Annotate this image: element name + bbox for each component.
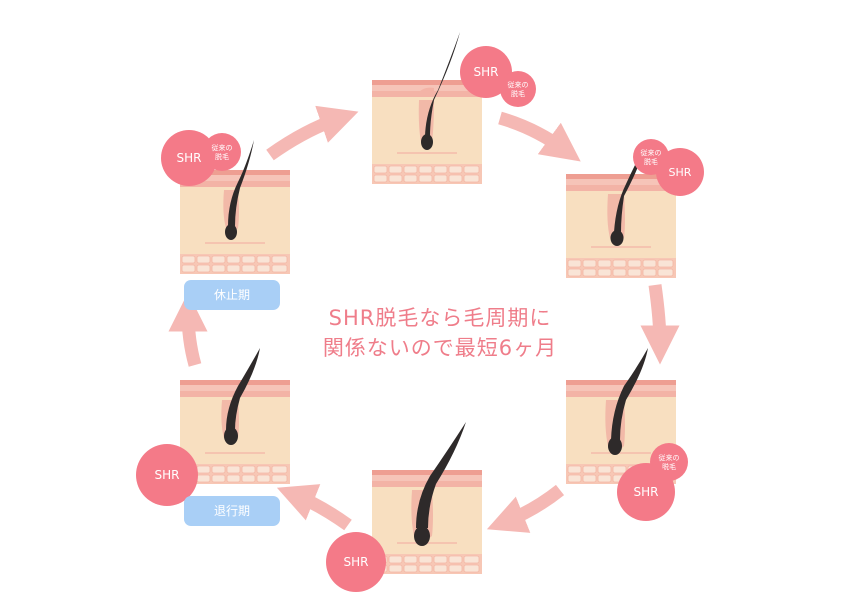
arrow-telogen-to-top <box>266 105 359 161</box>
svg-text:従来の: 従来の <box>641 148 662 157</box>
center-message-line2: 関係ないので最短6ヶ月 <box>322 336 558 360</box>
shr-badge-bottom: SHR <box>326 532 386 592</box>
conventional-badge-upper-left: 従来の 脱毛 <box>203 133 241 171</box>
arrow-right-down <box>640 284 680 365</box>
center-message-line1: SHR脱毛なら毛周期に <box>328 306 552 330</box>
svg-text:脱毛: 脱毛 <box>511 89 525 98</box>
svg-text:SHR: SHR <box>177 151 202 165</box>
cycle-arrows <box>168 105 680 533</box>
svg-text:従来の: 従来の <box>659 453 680 462</box>
skin-panel-lower-left <box>179 348 291 485</box>
arrow-bottom-to-catagen <box>276 484 352 531</box>
shr-badge-upper-left: SHR <box>161 130 217 186</box>
svg-text:脱毛: 脱毛 <box>215 152 229 161</box>
arrow-right-to-bottom <box>486 484 565 533</box>
svg-text:SHR: SHR <box>669 166 692 179</box>
shr-badge-lower-left: SHR <box>136 444 198 506</box>
shr-badge-top: SHR <box>460 46 512 98</box>
shr-badge-upper-right: SHR <box>656 148 704 196</box>
skin-panel-bottom <box>371 422 483 575</box>
center-message: SHR脱毛なら毛周期に 関係ないので最短6ヶ月 <box>300 303 580 363</box>
svg-text:従来の: 従来の <box>508 80 529 89</box>
svg-text:SHR: SHR <box>634 485 659 499</box>
svg-text:SHR: SHR <box>344 555 369 569</box>
svg-text:SHR: SHR <box>474 65 499 79</box>
shr-badge-lower-right: SHR <box>617 463 675 521</box>
skin-panel-lower-right <box>565 348 677 485</box>
telogen-label: 休止期 <box>184 280 280 310</box>
arrow-top-to-right <box>498 111 581 162</box>
skin-panel-top <box>371 32 483 185</box>
catagen-label: 退行期 <box>184 496 280 526</box>
conventional-badge-top: 従来の 脱毛 <box>500 71 536 107</box>
svg-text:脱毛: 脱毛 <box>662 462 676 471</box>
svg-text:SHR: SHR <box>155 468 180 482</box>
svg-text:脱毛: 脱毛 <box>644 157 658 166</box>
skin-panel-upper-left <box>179 140 291 275</box>
arrow-catagen-up <box>168 292 208 367</box>
svg-text:従来の: 従来の <box>212 143 233 152</box>
